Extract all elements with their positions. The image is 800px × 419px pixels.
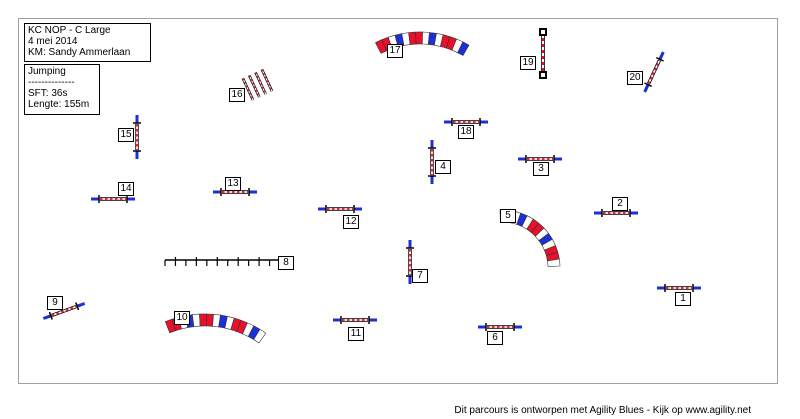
obstacle-number-1: 1	[675, 292, 691, 306]
obstacle-number-10: 10	[174, 311, 190, 325]
obstacle-1-jump	[657, 284, 701, 292]
obstacle-6-jump	[478, 323, 522, 331]
obstacle-14-jump	[91, 195, 135, 203]
obstacle-number-12: 12	[343, 215, 359, 229]
obstacle-number-11: 11	[348, 327, 364, 341]
obstacle-2-jump	[594, 209, 638, 217]
course-type: Jumping	[28, 66, 66, 77]
course-date: 4 mei 2014	[28, 36, 78, 47]
obstacle-number-14: 14	[118, 182, 134, 196]
info-separator: --------------	[28, 77, 75, 88]
obstacle-17-tunnel	[375, 31, 470, 56]
course-info-box: Jumping -------------- SFT: 36s Lengte: …	[24, 64, 100, 115]
obstacle-number-20: 20	[627, 71, 643, 85]
obstacle-11-jump	[333, 316, 377, 324]
obstacle-number-8: 8	[278, 256, 294, 270]
obstacle-8-weave-poles	[164, 257, 281, 266]
footer-credit: Dit parcours is ontworpen met Agility Bl…	[454, 405, 751, 416]
obstacle-number-3: 3	[533, 162, 549, 176]
obstacle-9-jump	[42, 302, 86, 320]
obstacle-18-jump	[444, 118, 488, 126]
course-judge: KM: Sandy Ammerlaan	[28, 47, 131, 58]
obstacle-16-spread-jump	[241, 68, 274, 101]
obstacle-number-17: 17	[387, 44, 403, 58]
obstacle-15-jump	[133, 115, 141, 159]
course-header-box: KC NOP - C Large 4 mei 2014 KM: Sandy Am…	[24, 23, 151, 62]
obstacle-number-2: 2	[612, 197, 628, 211]
obstacle-3-jump	[518, 155, 562, 163]
obstacle-number-18: 18	[458, 125, 474, 139]
obstacle-13-jump	[213, 188, 257, 196]
obstacle-12-jump	[318, 205, 362, 213]
obstacle-number-16: 16	[229, 88, 245, 102]
obstacle-number-19: 19	[520, 56, 536, 70]
course-length: Lengte: 155m	[28, 99, 90, 110]
obstacle-number-9: 9	[47, 296, 63, 310]
obstacle-number-5: 5	[500, 209, 516, 223]
course-sft: SFT: 36s	[28, 88, 68, 99]
course-title: KC NOP - C Large	[28, 25, 111, 36]
obstacle-number-7: 7	[412, 269, 428, 283]
obstacle-19-wall	[539, 28, 547, 79]
obstacle-4-jump	[428, 140, 436, 184]
obstacle-number-4: 4	[435, 160, 451, 174]
obstacle-number-13: 13	[225, 177, 241, 191]
obstacle-number-15: 15	[118, 128, 134, 142]
obstacle-20-jump	[643, 51, 665, 93]
obstacle-number-6: 6	[487, 331, 503, 345]
